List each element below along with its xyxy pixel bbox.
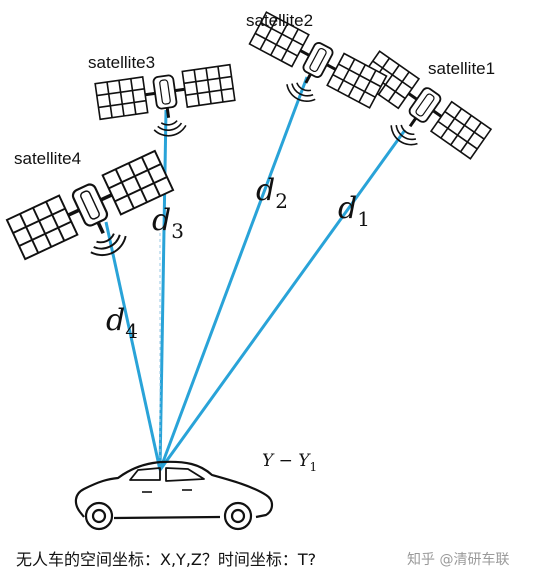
distance-label-d2: d2 <box>256 173 288 213</box>
line-d1 <box>158 129 407 471</box>
distance-label-d4: d4 <box>106 303 138 343</box>
distance-label-d1: d1 <box>338 191 370 231</box>
distance-lines <box>104 76 407 471</box>
satellite2-label: satellite2 <box>246 11 313 30</box>
delta-y-label: Y − Y1 <box>262 451 317 474</box>
line-d3 <box>158 109 168 471</box>
satellite4-label: satellite4 <box>14 149 81 168</box>
distance-label-d3: d3 <box>152 203 184 243</box>
line-d4 <box>104 221 162 471</box>
car-icon <box>74 460 274 531</box>
watermark-text: 知乎 @清研车联 <box>407 552 510 568</box>
line-d2 <box>158 76 309 471</box>
satellite3-label: satellite3 <box>88 53 155 72</box>
caption-text: 无人车的空间坐标：X,Y,Z？时间坐标：T? <box>16 550 317 569</box>
satellite1-label: satellite1 <box>428 59 495 78</box>
